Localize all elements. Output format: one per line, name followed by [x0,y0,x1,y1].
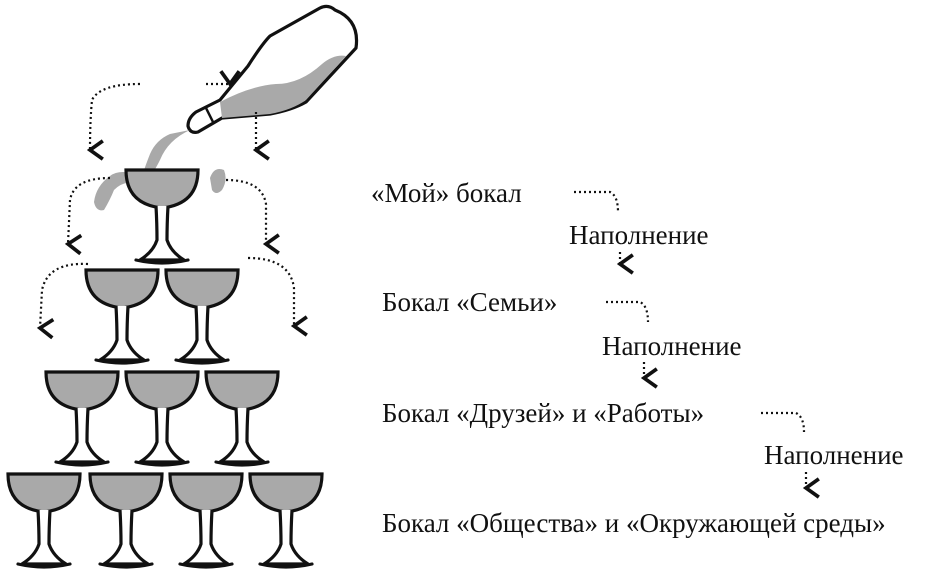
bottle-icon [186,4,359,134]
level-label-4: Бокал «Общества» и «Окружающей среды» [382,508,886,538]
level-label-1: «Мой» бокал [371,178,522,208]
glass-row-2 [84,268,240,365]
glass-row-4 [6,472,324,569]
pouring-stream [94,130,226,211]
level-label-2: Бокал «Семьи» [382,287,558,317]
level-label-3: Бокал «Друзей» и «Работы» [382,398,705,428]
glass-row-1 [124,168,200,265]
glass-row-3 [44,370,280,467]
transition-label-2: Наполнение [602,331,742,361]
transition-label-1: Наполнение [569,220,709,250]
overflow-arrows [36,70,308,340]
transition-label-3: Наполнение [764,440,904,470]
